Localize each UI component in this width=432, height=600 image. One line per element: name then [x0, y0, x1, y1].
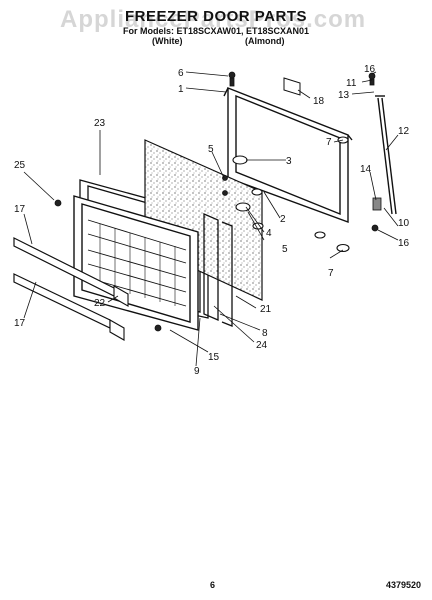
- watermark: AppliancePartsPros.com: [60, 6, 367, 33]
- callout-16: 16: [364, 64, 376, 75]
- callout-23: 23: [94, 118, 106, 129]
- callout-2: 2: [280, 214, 286, 225]
- door-handle-rod: [375, 95, 397, 215]
- callout-14: 14: [360, 164, 372, 175]
- callout-18: 18: [313, 96, 325, 107]
- callout-8: 8: [262, 328, 268, 339]
- callout-10: 10: [398, 218, 410, 229]
- callout-9: 9: [194, 366, 200, 377]
- door-panel-edges: [203, 213, 233, 327]
- callout-25: 25: [14, 160, 26, 171]
- callout-22: 22: [94, 298, 106, 309]
- callout-7b: 7: [328, 268, 334, 279]
- document-number: 4379520: [386, 580, 422, 590]
- callout-17a: 17: [14, 204, 26, 215]
- color-label-almond: (Almond): [245, 36, 285, 46]
- color-label-white: (White): [152, 36, 183, 46]
- fasteners: [54, 71, 382, 332]
- callout-7: 7: [326, 137, 332, 148]
- trim-end-caps: [109, 285, 129, 341]
- callout-15: 15: [208, 352, 220, 363]
- callout-17b: 17: [14, 318, 26, 329]
- callout-6: 6: [178, 68, 184, 79]
- callout-3: 3: [286, 156, 292, 167]
- label-plate: [283, 77, 301, 96]
- model-numbers: For Models: ET18SCXAW01, ET18SCXAN01: [122, 26, 310, 36]
- callout-labels: 6 1 18 16 11 13 12 7 3 14 5 2 4 5 10 16 …: [14, 64, 410, 377]
- callout-21: 21: [260, 304, 272, 315]
- callout-5b: 5: [282, 244, 288, 255]
- callout-11: 11: [346, 78, 357, 89]
- callout-24: 24: [256, 340, 268, 351]
- callout-12: 12: [398, 126, 410, 137]
- page-number: 6: [210, 580, 216, 590]
- callout-16b: 16: [398, 238, 410, 249]
- callout-13: 13: [338, 90, 350, 101]
- diagram-title: FREEZER DOOR PARTS: [124, 8, 308, 25]
- callout-4: 4: [266, 228, 272, 239]
- leader-lines: [23, 71, 399, 367]
- callout-1: 1: [178, 84, 184, 95]
- callout-5: 5: [208, 144, 214, 155]
- door-frame: [223, 86, 353, 224]
